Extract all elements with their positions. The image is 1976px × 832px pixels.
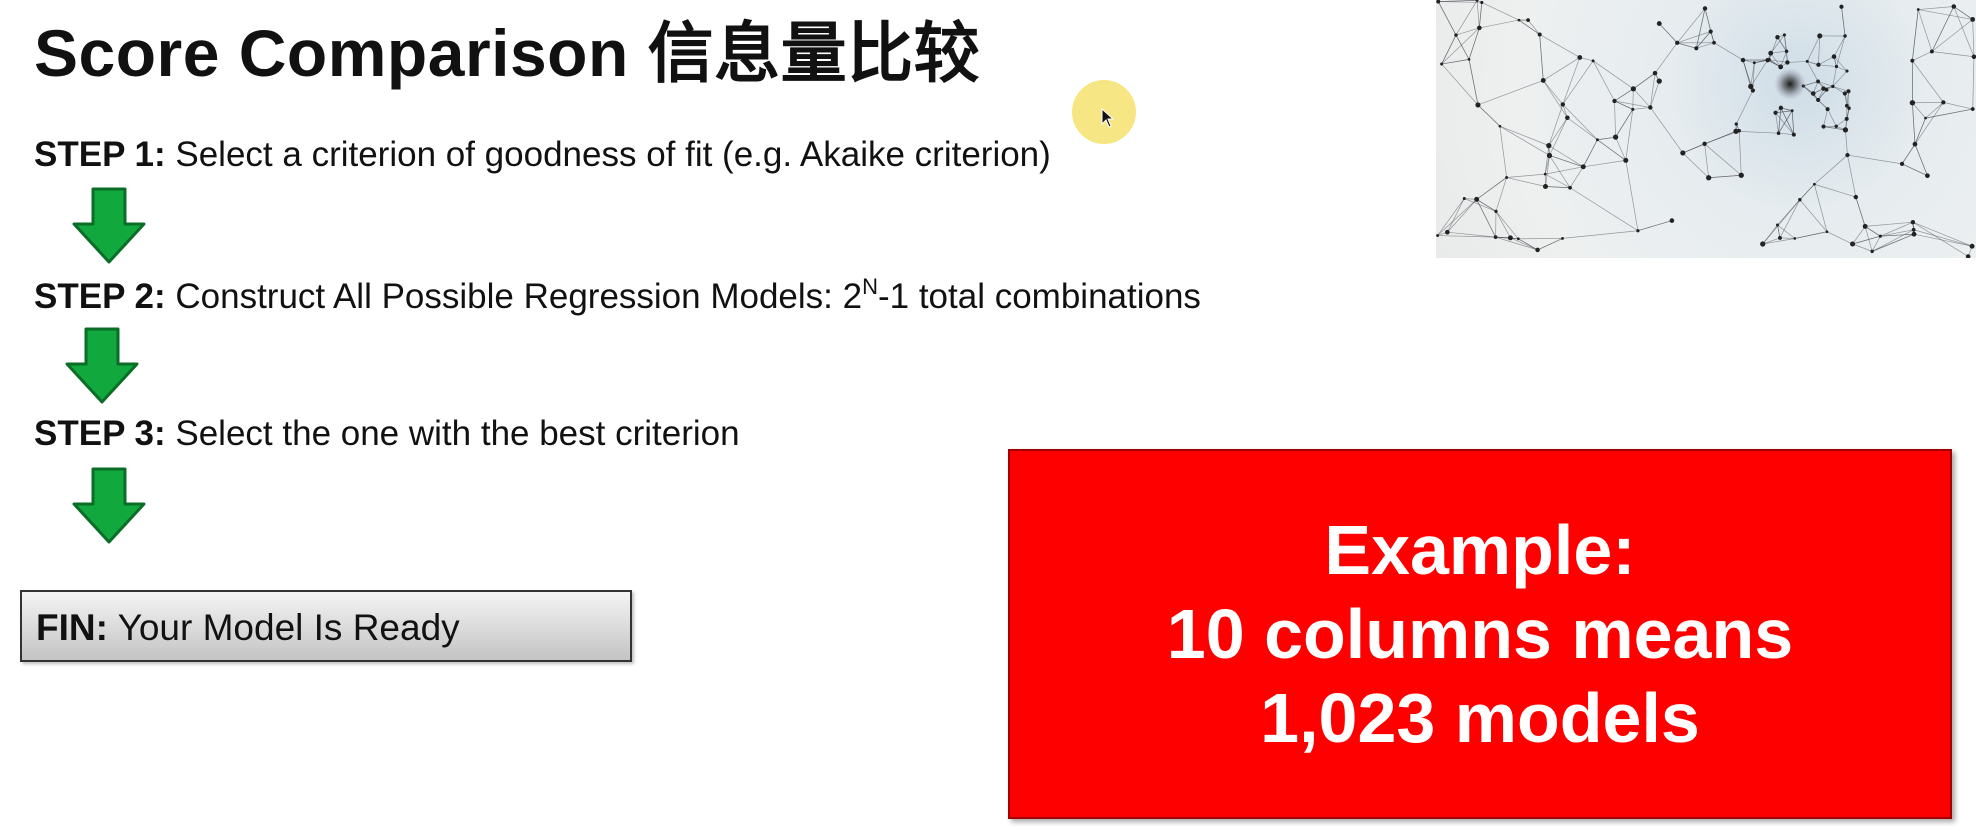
step-2-superscript: N bbox=[862, 274, 878, 299]
network-graph-image bbox=[1436, 0, 1976, 258]
step-1: STEP 1: Select a criterion of goodness o… bbox=[34, 134, 1051, 176]
arrow-down-icon bbox=[72, 467, 146, 544]
example-line-1: Example: bbox=[1324, 511, 1636, 589]
step-1-label: STEP 1: bbox=[34, 135, 166, 174]
step-3-label: STEP 3: bbox=[34, 414, 166, 453]
arrow-down-icon bbox=[72, 187, 146, 264]
step-2-text-after: -1 total combinations bbox=[877, 277, 1201, 316]
step-2-text-before: Construct All Possible Regression Models… bbox=[175, 277, 863, 316]
step-2-label: STEP 2: bbox=[34, 277, 166, 316]
step-3-text: Select the one with the best criterion bbox=[175, 414, 740, 453]
fin-box: FIN: Your Model Is Ready bbox=[20, 590, 632, 662]
fin-text: Your Model Is Ready bbox=[117, 607, 460, 648]
arrow-down-icon bbox=[65, 327, 139, 404]
example-line-2: 10 columns means bbox=[1166, 595, 1794, 673]
step-2: STEP 2: Construct All Possible Regressio… bbox=[34, 274, 1201, 318]
example-line-3: 1,023 models bbox=[1260, 679, 1700, 757]
example-callout: Example: 10 columns means 1,023 models bbox=[1008, 449, 1952, 819]
network-graph bbox=[1436, 0, 1976, 258]
slide-title: Score Comparison 信息量比较 bbox=[34, 16, 981, 90]
mouse-cursor-icon bbox=[1101, 108, 1115, 128]
fin-label: FIN: bbox=[36, 607, 108, 648]
step-3: STEP 3: Select the one with the best cri… bbox=[34, 413, 740, 455]
step-1-text: Select a criterion of goodness of fit (e… bbox=[175, 135, 1051, 174]
